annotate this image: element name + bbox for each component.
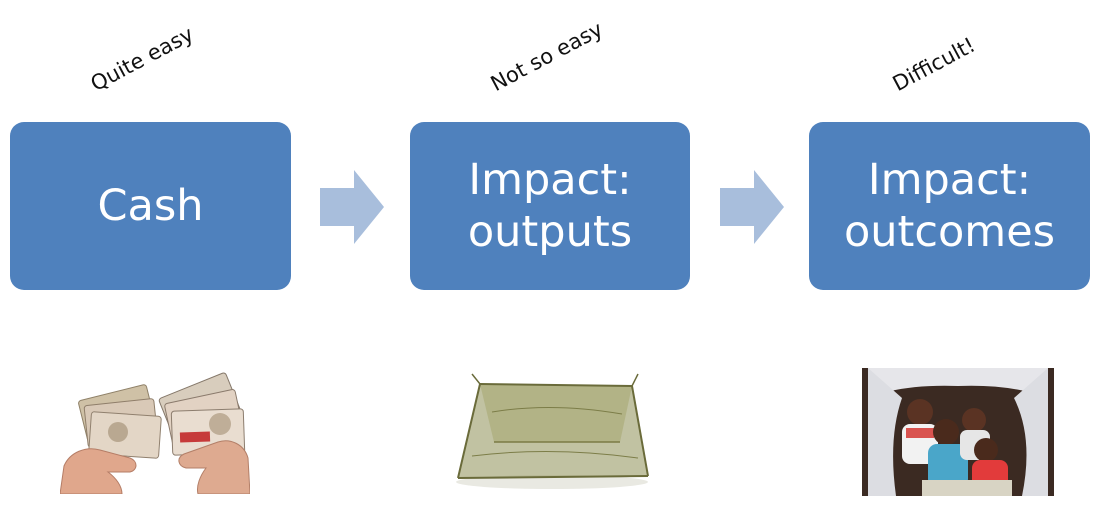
banknotes-in-hands-picture bbox=[60, 372, 250, 494]
stage-box-outcomes-line-1: Impact: bbox=[867, 154, 1032, 205]
stage-box-outputs-line-1: Impact: bbox=[468, 154, 632, 205]
right-arrow-2 bbox=[720, 170, 784, 244]
difficulty-label-outputs: Not so easy bbox=[486, 17, 607, 97]
stage-box-outputs: Impact: outputs bbox=[410, 122, 690, 290]
children-under-net-picture bbox=[862, 368, 1054, 496]
stage-box-outcomes-line-2: outcomes bbox=[843, 207, 1056, 257]
stage-box-cash: Cash bbox=[10, 122, 291, 290]
banknote-stack-right bbox=[158, 372, 246, 456]
stage-box-outputs-line-2: outputs bbox=[467, 207, 633, 257]
difficulty-label-cash: Quite easy bbox=[86, 21, 198, 96]
right-arrow-1 bbox=[320, 170, 384, 244]
right-hand bbox=[178, 440, 250, 494]
mosquito-net-picture bbox=[456, 373, 649, 489]
banknote-stack-left bbox=[78, 384, 162, 459]
left-hand bbox=[60, 448, 137, 494]
difficulty-label-outcomes: Difficult! bbox=[888, 32, 980, 96]
child-1 bbox=[902, 399, 938, 464]
child-2 bbox=[928, 419, 968, 488]
stage-box-outcomes: Impact: outcomes bbox=[809, 122, 1090, 290]
stage-box-cash-line-1: Cash bbox=[97, 180, 204, 231]
